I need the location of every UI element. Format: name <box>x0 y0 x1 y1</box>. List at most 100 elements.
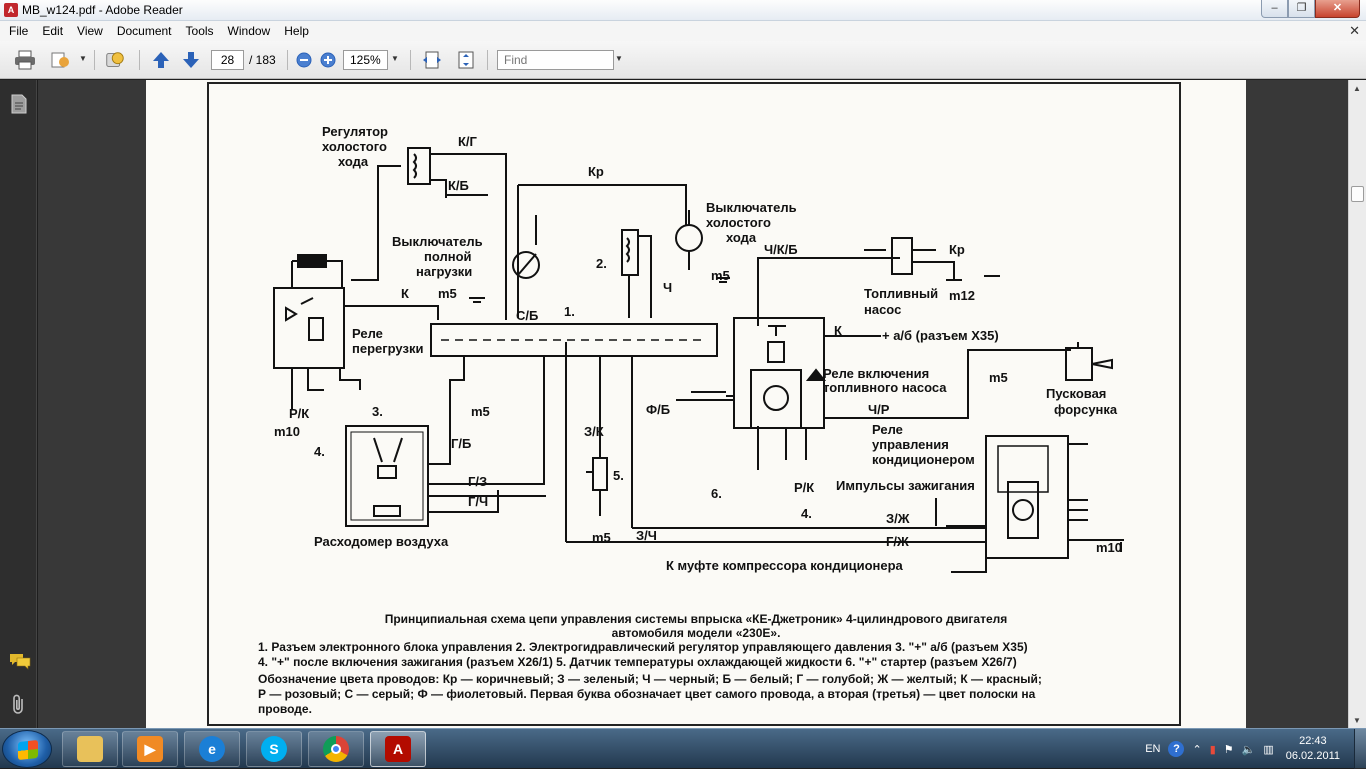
fit-width-icon[interactable] <box>421 49 443 71</box>
number-4-left: 4. <box>314 444 325 459</box>
chrome-icon <box>323 736 349 762</box>
title-bar: A MB_w124.pdf - Adobe Reader ‒ ❐ ✕ <box>0 0 1366 21</box>
attachments-icon[interactable] <box>9 694 29 714</box>
legend-line-1: 1. Разъем электронного блока управления … <box>258 640 1028 654</box>
maximize-button[interactable]: ❐ <box>1288 0 1315 18</box>
ground-m5-e: m5 <box>989 370 1008 385</box>
close-document-icon[interactable]: ✕ <box>1349 23 1360 38</box>
wire-label-chr: Ч/Р <box>868 402 890 417</box>
volume-icon[interactable]: 🔈 <box>1241 743 1256 756</box>
label-start-injector-1: Пусковая <box>1046 386 1106 401</box>
safely-remove-icon[interactable]: ▮ <box>1209 743 1216 756</box>
label-idle-regulator-2: холостого <box>322 139 387 154</box>
zoom-in-icon[interactable] <box>317 49 339 71</box>
wire-label-k-battery: К <box>834 323 842 338</box>
clock-date: 06.02.2011 <box>1285 750 1340 762</box>
wire-label-gch: Г/Ч <box>468 494 488 509</box>
scroll-down-icon[interactable]: ▼ <box>1353 716 1361 725</box>
comments-icon[interactable] <box>9 652 31 672</box>
windows-logo-icon <box>18 739 38 761</box>
label-ac-relay-2: управления <box>872 437 949 452</box>
ground-m10-right: m10 <box>1096 540 1122 555</box>
page-thumbnails-icon[interactable] <box>9 94 29 114</box>
fit-page-icon[interactable] <box>455 49 477 71</box>
legend-line-5: проводе. <box>258 702 312 716</box>
wire-label-rk: Р/К <box>794 480 814 495</box>
scroll-up-icon[interactable]: ▲ <box>1353 84 1361 93</box>
menu-file[interactable]: File <box>9 24 29 38</box>
vertical-scrollbar[interactable]: ▲ ▼ <box>1348 80 1366 728</box>
clock[interactable]: 22:43 06.02.2011 <box>1286 734 1340 764</box>
help-icon[interactable]: ? <box>1168 741 1185 757</box>
window-title: MB_w124.pdf - Adobe Reader <box>22 3 183 17</box>
page-total: / 183 <box>249 53 276 67</box>
internet-explorer-icon: e <box>199 736 225 762</box>
show-desktop-button[interactable] <box>1354 729 1366 769</box>
menu-document[interactable]: Document <box>116 24 172 38</box>
taskbar-adobe-reader[interactable]: A <box>370 731 426 767</box>
taskbar-media-player[interactable]: ▶ <box>122 731 178 767</box>
menu-window[interactable]: Window <box>227 24 271 38</box>
scroll-thumb[interactable] <box>1351 186 1364 202</box>
wire-label-kr-pump: Кр <box>949 242 965 257</box>
print-icon[interactable] <box>14 49 36 71</box>
next-page-icon[interactable] <box>180 49 202 71</box>
taskbar-explorer[interactable] <box>62 731 118 767</box>
label-fuel-pump-2: насос <box>864 302 901 317</box>
ground-m12: m12 <box>949 288 975 303</box>
folder-icon <box>77 736 103 762</box>
action-center-icon[interactable]: ⚑ <box>1223 743 1234 756</box>
caption-subtitle: автомобиля модели «230Е». <box>611 626 781 640</box>
number-1: 1. <box>564 304 575 319</box>
number-2: 2. <box>596 256 607 271</box>
wiring-diagram: Регулятор холостого хода К/Г К/Б Кр Выкл… <box>273 124 1124 573</box>
close-button[interactable]: ✕ <box>1315 0 1360 18</box>
network-icon[interactable]: ▥ <box>1263 743 1274 756</box>
menu-help[interactable]: Help <box>284 24 309 38</box>
navigation-panel <box>0 80 37 728</box>
label-air-flow-meter: Расходомер воздуха <box>314 534 449 549</box>
wire-label-k: К <box>401 286 409 301</box>
taskbar-skype[interactable]: S <box>246 731 302 767</box>
media-player-icon: ▶ <box>137 736 163 762</box>
zoom-out-icon[interactable] <box>293 49 315 71</box>
zoom-level-input[interactable]: 125% <box>343 50 388 70</box>
find-input[interactable]: Find <box>497 50 614 70</box>
label-compressor-clutch: К муфте компрессора кондиционера <box>666 558 904 573</box>
wire-label-zk: З/К <box>584 424 604 439</box>
menu-edit[interactable]: Edit <box>42 24 64 38</box>
wire-label-gz: Г/З <box>468 474 487 489</box>
skype-icon: S <box>261 736 287 762</box>
start-button[interactable] <box>2 730 52 768</box>
label-full-load-switch-2: полной <box>424 249 472 264</box>
tools-icon[interactable] <box>104 49 126 71</box>
previous-page-icon[interactable] <box>150 49 172 71</box>
find-dropdown-icon[interactable]: ▼ <box>615 54 623 63</box>
taskbar-internet-explorer[interactable]: e <box>184 731 240 767</box>
zoom-dropdown-icon[interactable]: ▼ <box>391 54 399 63</box>
caption-title: Принципиальная схема цепи управления сис… <box>384 612 1008 626</box>
label-idle-switch-2: холостого <box>706 215 771 230</box>
share-icon[interactable] <box>50 49 72 71</box>
taskbar-chrome[interactable] <box>308 731 364 767</box>
label-battery-x35: + а/б (разъем X35) <box>882 328 999 343</box>
ground-m5-d: m5 <box>711 268 730 283</box>
menu-view[interactable]: View <box>77 24 103 38</box>
ground-m5-a: m5 <box>471 404 490 419</box>
show-hidden-icons-icon[interactable]: ⌃ <box>1192 743 1202 756</box>
label-idle-switch-1: Выключатель <box>706 200 797 215</box>
wire-label-zch: З/Ч <box>636 528 657 543</box>
language-indicator[interactable]: EN <box>1145 743 1161 755</box>
wire-label-zzh: З/Ж <box>886 511 910 526</box>
wire-label-kr: Кр <box>588 164 604 179</box>
label-ac-relay-3: кондиционером <box>872 452 975 467</box>
page-number-input[interactable]: 28 <box>211 50 244 70</box>
minimize-button[interactable]: ‒ <box>1261 0 1288 18</box>
share-dropdown-icon[interactable]: ▼ <box>79 54 87 63</box>
wire-label-kb: К/Б <box>448 178 469 193</box>
number-6: 6. <box>711 486 722 501</box>
menu-tools[interactable]: Tools <box>185 24 214 38</box>
wire-label-gb: Г/Б <box>451 436 471 451</box>
menu-bar: File Edit View Document Tools Window Hel… <box>0 21 1366 41</box>
page-frame <box>207 82 1181 726</box>
